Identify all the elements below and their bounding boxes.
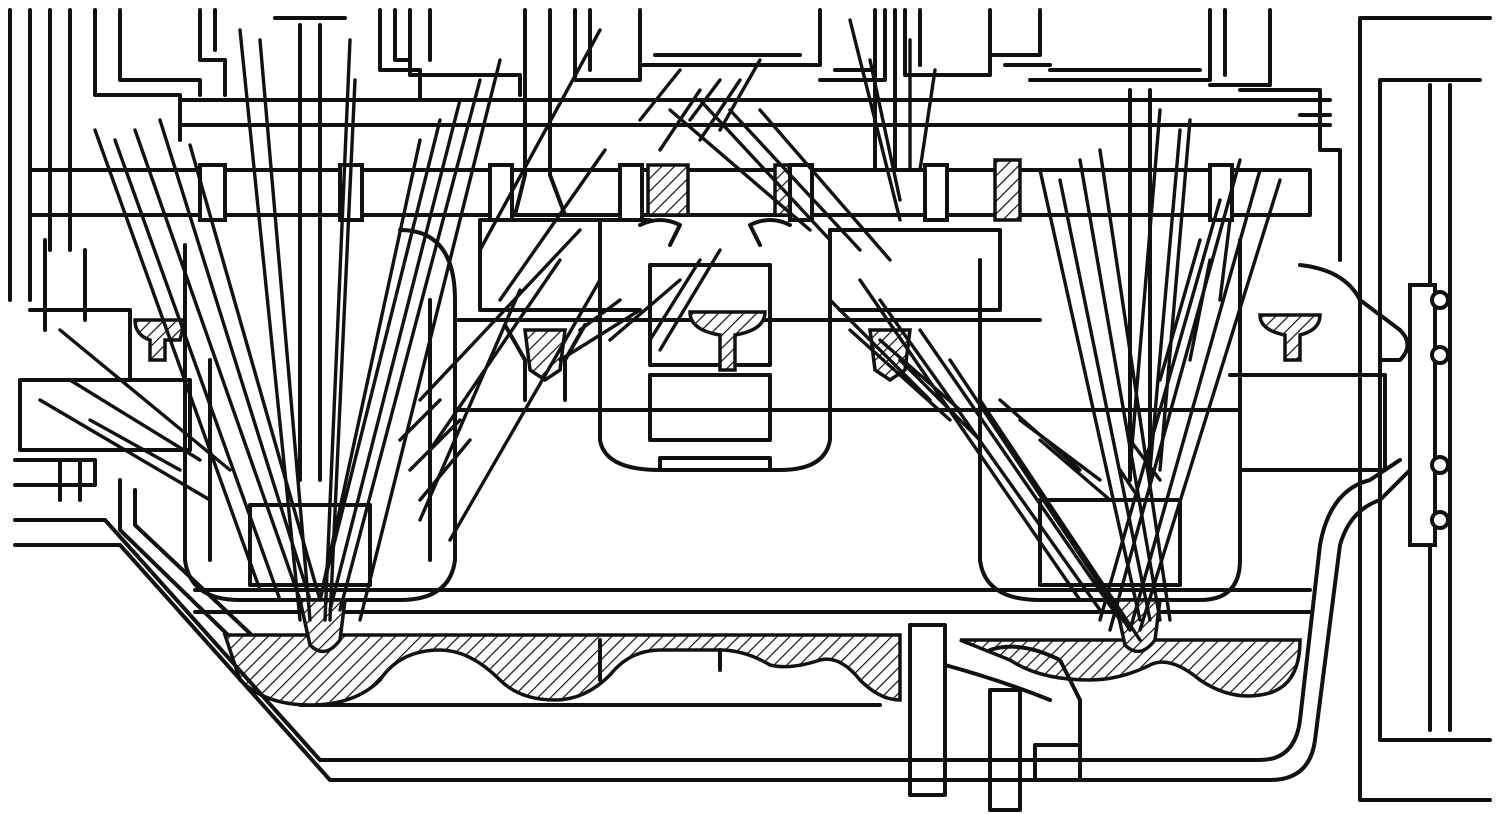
camshaft <box>28 158 1312 222</box>
oil-trough <box>193 588 1312 707</box>
crankcase-sump <box>13 458 1412 782</box>
oil-pump <box>908 623 1082 812</box>
upper-casting <box>8 8 1342 302</box>
oil-splash-lines <box>38 18 1282 642</box>
left-end-details <box>18 238 192 452</box>
centre-bearing <box>453 218 1242 472</box>
flywheel-housing <box>1358 16 1492 802</box>
